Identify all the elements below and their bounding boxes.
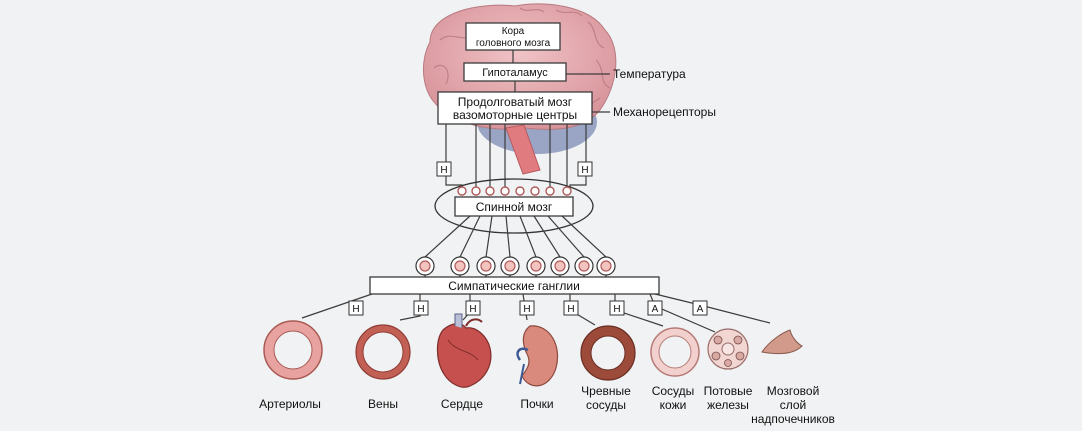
ganglion-node xyxy=(500,256,520,277)
svg-text:Н: Н xyxy=(440,165,447,176)
arterioles-label: Артериолы xyxy=(259,397,321,411)
lower-tag-label: Н xyxy=(469,304,476,315)
spinal-neuron xyxy=(485,186,495,196)
lower-tag-label: Н xyxy=(523,304,530,315)
cortex-label-line1: Кора xyxy=(502,26,525,37)
ganglion-node xyxy=(596,256,616,277)
ganglion-node xyxy=(574,256,594,277)
visceral-vessels-icon xyxy=(580,325,636,381)
skin-vessels-label-line1: Сосуды xyxy=(652,384,695,398)
veins-icon xyxy=(355,324,411,380)
sympathetic-ganglia-box: Симпатические ганглии xyxy=(369,276,660,295)
lower-tag-label: Н xyxy=(613,304,620,315)
temperature-label: Температура xyxy=(613,67,686,81)
preganglionic-fiber xyxy=(547,215,585,258)
kidney-icon xyxy=(516,325,559,387)
spinal-cord-label: Спинной мозг xyxy=(476,200,553,214)
spinal-neuron xyxy=(457,186,467,196)
ganglion-node xyxy=(450,256,470,277)
visceral-label-line1: Чревные xyxy=(581,384,631,398)
lower-tag: Н xyxy=(413,300,429,316)
spinal-neuron xyxy=(471,186,481,196)
arterioles-icon xyxy=(263,320,323,380)
tag-upper-right: Н xyxy=(577,161,593,177)
lower-tag: А xyxy=(647,300,663,316)
hypothalamus-box: Гипоталамус xyxy=(463,62,567,82)
lower-tag: А xyxy=(692,300,708,316)
medulla-box: Продолговатый мозг вазомоторные центры xyxy=(437,91,593,125)
lower-tag: Н xyxy=(609,300,625,316)
preganglionic-fiber xyxy=(459,215,481,258)
spinal-neuron xyxy=(562,186,572,196)
hypothalamus-label: Гипоталамус xyxy=(482,67,548,79)
ganglion-nodes xyxy=(415,256,616,277)
sympathetic-ganglia-label: Симпатические ганглии xyxy=(448,279,580,293)
cortex-label-line2: головного мозга xyxy=(476,38,551,49)
ganglion-node xyxy=(550,256,570,277)
preganglionic-fiber xyxy=(533,215,561,258)
skin-vessels-icon xyxy=(650,327,700,377)
adrenal-medulla-icon xyxy=(761,329,803,355)
target-labels: Артериолы Вены Сердце Почки Чревные сосу… xyxy=(259,384,835,426)
spinal-neurons xyxy=(457,186,572,196)
skin-vessels-label-line2: кожи xyxy=(660,398,687,412)
heart-icon xyxy=(436,313,492,388)
veins-label: Вены xyxy=(368,397,398,411)
svg-text:Н: Н xyxy=(581,165,588,176)
lower-tag: Н xyxy=(348,300,364,316)
spinal-neuron xyxy=(530,186,540,196)
ganglion-node xyxy=(526,256,546,277)
adrenal-label-line3: надпочечников xyxy=(751,412,835,426)
visceral-label-line2: сосуды xyxy=(586,398,626,412)
cortex-box: Кора головного мозга xyxy=(465,22,561,51)
ganglion-node xyxy=(476,256,496,277)
spinal-neuron xyxy=(500,186,510,196)
medulla-label-line1: Продолговатый мозг xyxy=(458,95,573,109)
lower-tag: Н xyxy=(563,300,579,316)
preganglionic-fiber xyxy=(561,215,607,258)
adrenal-label-line2: слой xyxy=(780,398,807,412)
spinal-cord-outline xyxy=(434,178,594,234)
lower-tag: Н xyxy=(465,300,481,316)
lower-tag-label: А xyxy=(697,304,704,315)
lower-tag-label: Н xyxy=(352,304,359,315)
preganglionic-fiber xyxy=(485,215,493,258)
tag-upper-left: Н xyxy=(436,161,452,177)
preganglionic-fibers xyxy=(424,215,607,258)
preganglionic-fiber xyxy=(519,215,537,258)
sweat-glands-label-line2: железы xyxy=(707,398,749,412)
lower-tag: Н xyxy=(519,300,535,316)
spinal-neuron xyxy=(545,186,555,196)
preganglionic-fiber xyxy=(505,215,511,258)
lower-tag-label: А xyxy=(652,304,659,315)
brainstem xyxy=(505,124,541,175)
sweat-glands-label-line1: Потовые xyxy=(704,384,753,398)
sweat-gland-icon xyxy=(707,328,749,370)
kidneys-label: Почки xyxy=(520,397,553,411)
spinal-neuron xyxy=(515,186,525,196)
heart-label: Сердце xyxy=(441,397,483,411)
spinal-cord-box: Спинной мозг xyxy=(454,196,574,217)
lower-tag-label: Н xyxy=(417,304,424,315)
ganglion-node xyxy=(415,256,435,277)
medulla-label-line2: вазомоторные центры xyxy=(453,108,577,122)
mechanoreceptors-label: Механорецепторы xyxy=(613,105,716,119)
preganglionic-fiber xyxy=(424,215,471,258)
lower-tag-label: Н xyxy=(567,304,574,315)
adrenal-label-line1: Мозговой xyxy=(767,384,820,398)
